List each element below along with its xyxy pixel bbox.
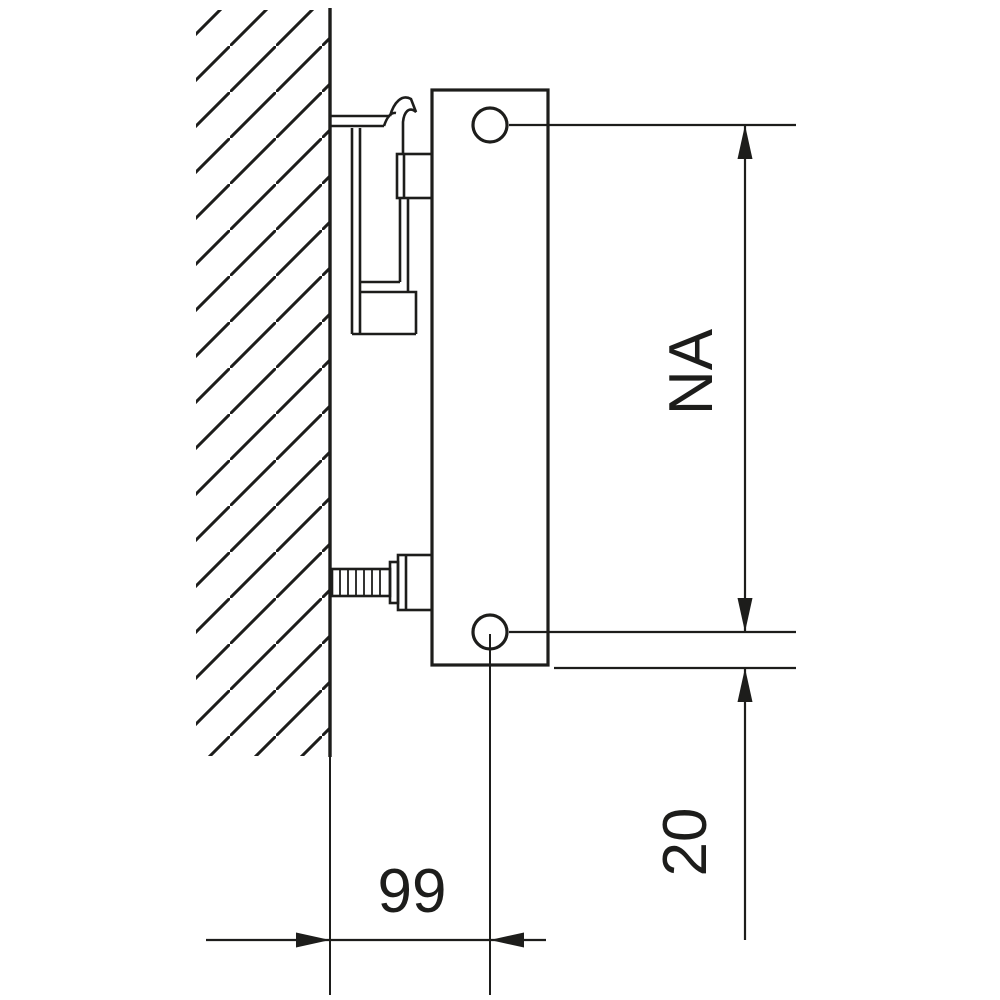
arrow-99-right	[490, 932, 524, 948]
arrow-20-up	[737, 668, 753, 702]
thread-stripes	[339, 569, 381, 596]
dimension-20-label: 20	[651, 808, 720, 877]
dimension-na-label: NA	[657, 328, 726, 415]
arrow-na-bottom	[737, 598, 753, 632]
dimension-lines	[206, 123, 796, 995]
dimension-labels: NA 20 99	[378, 328, 726, 926]
top-mounting-bracket	[331, 96, 434, 336]
bottom-fixing	[330, 553, 434, 612]
radiator-assembly	[330, 88, 550, 667]
wall-hatch	[196, 10, 330, 756]
arrow-99-left	[296, 932, 330, 948]
dimension-99-label: 99	[378, 857, 447, 926]
top-connection-circle	[471, 106, 509, 144]
dimension-arrowheads	[296, 125, 753, 948]
arrow-na-top	[737, 125, 753, 159]
radiator-body	[430, 88, 550, 667]
